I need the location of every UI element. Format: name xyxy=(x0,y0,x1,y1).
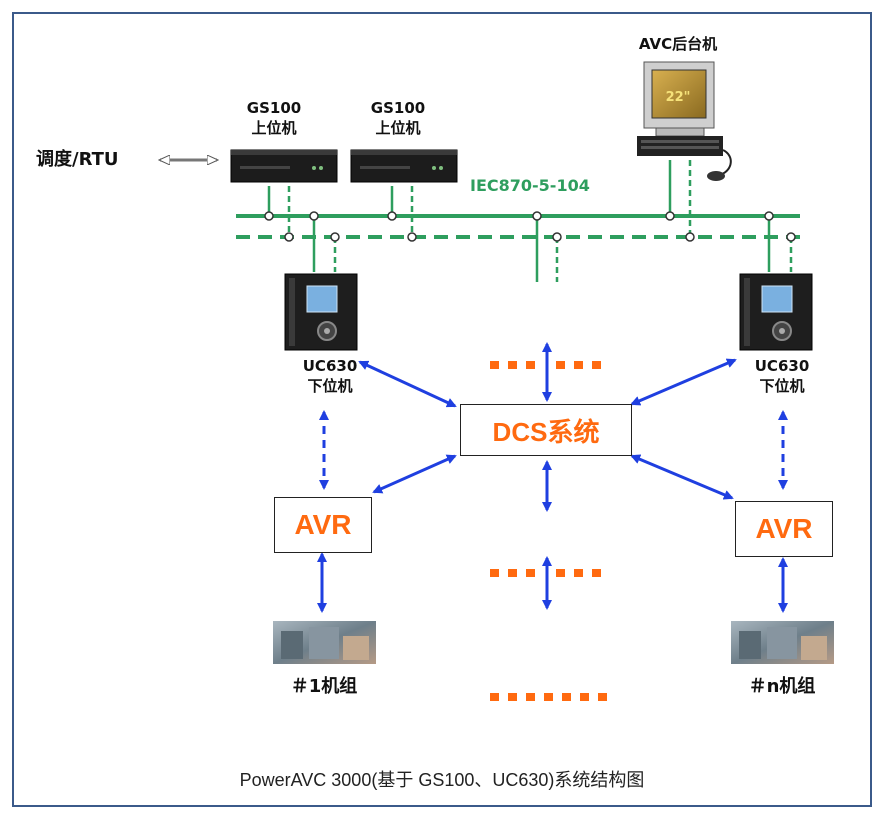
uc630-right-role-label: 下位机 xyxy=(759,377,805,395)
control-arrows xyxy=(317,342,788,613)
uc630-left-role-label: 下位机 xyxy=(307,377,353,395)
gs100-left-role-label: 上位机 xyxy=(251,119,297,137)
avc-backend-label: AVC后台机 xyxy=(638,35,718,53)
orange-ellipsis-marks xyxy=(490,361,607,701)
dispatch-rtu-label: 调度/RTU xyxy=(36,149,119,170)
uc630-left-device xyxy=(284,273,358,351)
arrow-avr-left-dcs xyxy=(372,454,457,494)
bus-protocol-label: IEC870-5-104 xyxy=(470,176,590,195)
unit-n-photo xyxy=(731,621,834,664)
monitor-size-label: 22" xyxy=(666,90,691,105)
avr-right-label: AVR xyxy=(755,513,813,544)
avc-computer-icon xyxy=(637,61,732,181)
arrow-uc630-right-dcs xyxy=(630,358,737,406)
network-bus xyxy=(236,160,800,282)
diagram-caption: PowerAVC 3000(基于 GS100、UC630)系统结构图 xyxy=(239,770,645,790)
avr-left-box: AVR xyxy=(274,497,372,553)
avr-right-box: AVR xyxy=(735,501,833,557)
unit-1-photo xyxy=(273,621,376,664)
gs100-left-device xyxy=(230,149,338,183)
uc630-right-device xyxy=(739,273,813,351)
arrow-uc630-left-dcs xyxy=(358,360,457,408)
diagram-frame xyxy=(12,12,872,807)
arrow-avr-right-dcs xyxy=(630,454,734,500)
unit-n-label: ＃n机组 xyxy=(748,676,816,697)
gs100-right-device xyxy=(350,149,458,183)
uc630-left-model-label: UC630 xyxy=(302,357,358,375)
dcs-system-box: DCS系统 xyxy=(460,404,632,456)
dcs-system-label: DCS系统 xyxy=(492,416,600,447)
gs100-right-role-label: 上位机 xyxy=(375,119,421,137)
uc630-right-model-label: UC630 xyxy=(754,357,810,375)
unit-1-label: ＃1机组 xyxy=(290,676,358,697)
gs100-right-model-label: GS100 xyxy=(370,99,426,117)
gs100-left-model-label: GS100 xyxy=(246,99,302,117)
avr-left-label: AVR xyxy=(294,509,352,540)
